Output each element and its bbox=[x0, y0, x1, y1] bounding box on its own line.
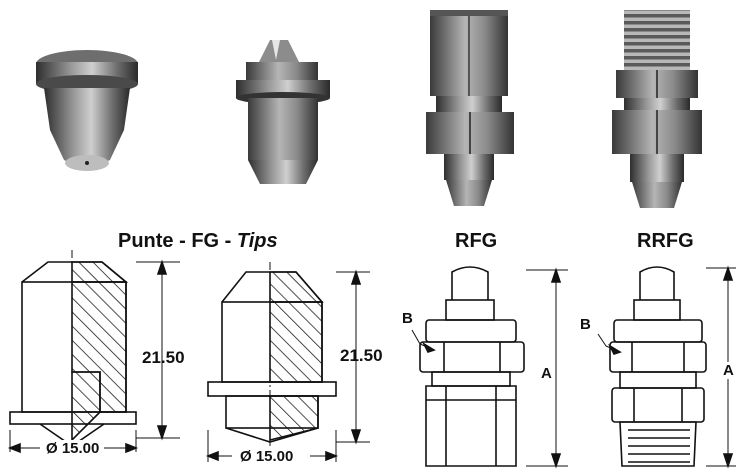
dimension-height-1: 21.50 bbox=[142, 348, 185, 367]
drawing-rfg bbox=[411, 266, 568, 469]
dimension-diameter-2: Ø 15.00 bbox=[238, 448, 296, 465]
caption-rrfg: RRFG bbox=[637, 230, 694, 252]
photo-fg-tip-2 bbox=[236, 40, 330, 184]
dimension-rrfg-length: A bbox=[722, 362, 735, 379]
caption-rfg: RFG bbox=[455, 230, 498, 252]
caption-tips-italic: Tips bbox=[236, 230, 278, 252]
dimension-rfg-hex: B bbox=[402, 310, 413, 327]
photo-rfg bbox=[426, 10, 514, 206]
caption-tips-prefix: Punte - FG - bbox=[118, 230, 237, 252]
drawing-rrfg bbox=[597, 265, 736, 469]
dimension-rrfg-hex: B bbox=[580, 316, 591, 333]
caption-tips: Punte - FG - Tips bbox=[118, 230, 278, 253]
dimension-rfg-length: A bbox=[540, 365, 553, 382]
photo-fg-tip-1 bbox=[36, 50, 138, 171]
photo-rrfg bbox=[612, 10, 702, 208]
drawing-fg-tip-2 bbox=[205, 262, 370, 462]
dimension-height-2: 21.50 bbox=[340, 346, 383, 365]
drawing-fg-tip-1 bbox=[7, 250, 180, 454]
dimension-diameter-1: Ø 15.00 bbox=[44, 440, 102, 457]
